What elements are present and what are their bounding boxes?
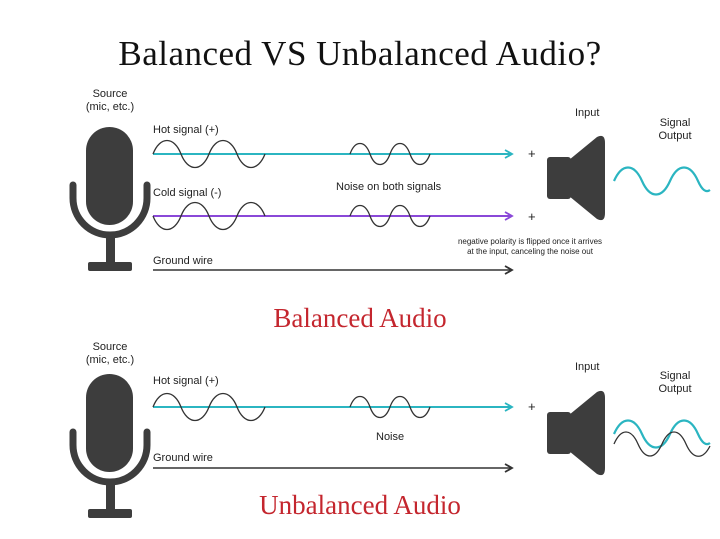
hot-signal-label: Hot signal (+) [153,124,219,136]
microphone-icon [69,374,151,518]
page-title: Balanced VS Unbalanced Audio? [118,34,602,73]
polarity-note: negative polarity is flipped once it arr… [430,237,630,257]
source-label-line1: Source [92,341,128,353]
input-label: Input [575,361,600,373]
hot-signal-label: Hot signal (+) [153,375,219,387]
signal-output-label-line1: Signal [659,117,691,129]
hot-signal-wave [152,139,266,169]
ground-wire-label: Ground wire [153,452,213,464]
section-title-unbalanced: Unbalanced Audio [259,490,461,520]
speaker-icon [547,390,605,476]
source-label-line2: (mic, etc.) [85,354,135,366]
cold-signal-label: Cold signal (-) [153,187,222,199]
hot-noise-wave [349,142,431,166]
signal-output-label-line2: Output [658,130,692,142]
signal-output-label-line2: Output [658,383,692,395]
cold-noise-wave [349,204,431,228]
source-label: Source (mic, etc.) [80,341,140,367]
input-label: Input [575,107,600,119]
microphone-icon [69,127,151,271]
signal-output-wave [612,166,711,196]
speaker-icon [547,135,605,221]
plus-sign: + [528,209,536,224]
noise-label: Noise on both signals [336,181,442,193]
noise-wave [349,395,431,419]
signal-output-wave [612,419,711,449]
signal-output-label: Signal Output [645,370,705,396]
noise-label: Noise [376,431,405,443]
ground-wire-label: Ground wire [153,255,213,267]
signal-output-label: Signal Output [645,117,705,143]
source-label-line2: (mic, etc.) [85,101,135,113]
polarity-note-line2: at the input, canceling the noise out [467,247,593,256]
source-label-line1: Source [92,88,128,100]
source-label: Source (mic, etc.) [80,88,140,114]
plus-sign: + [528,146,536,161]
polarity-note-line1: negative polarity is flipped once it arr… [457,237,603,246]
output-noise-wave [613,431,711,457]
signal-output-label-line1: Signal [659,370,691,382]
section-title-balanced: Balanced Audio [273,303,447,333]
hot-signal-wave [152,392,266,422]
plus-sign: + [528,399,536,414]
cold-signal-wave [152,201,266,231]
